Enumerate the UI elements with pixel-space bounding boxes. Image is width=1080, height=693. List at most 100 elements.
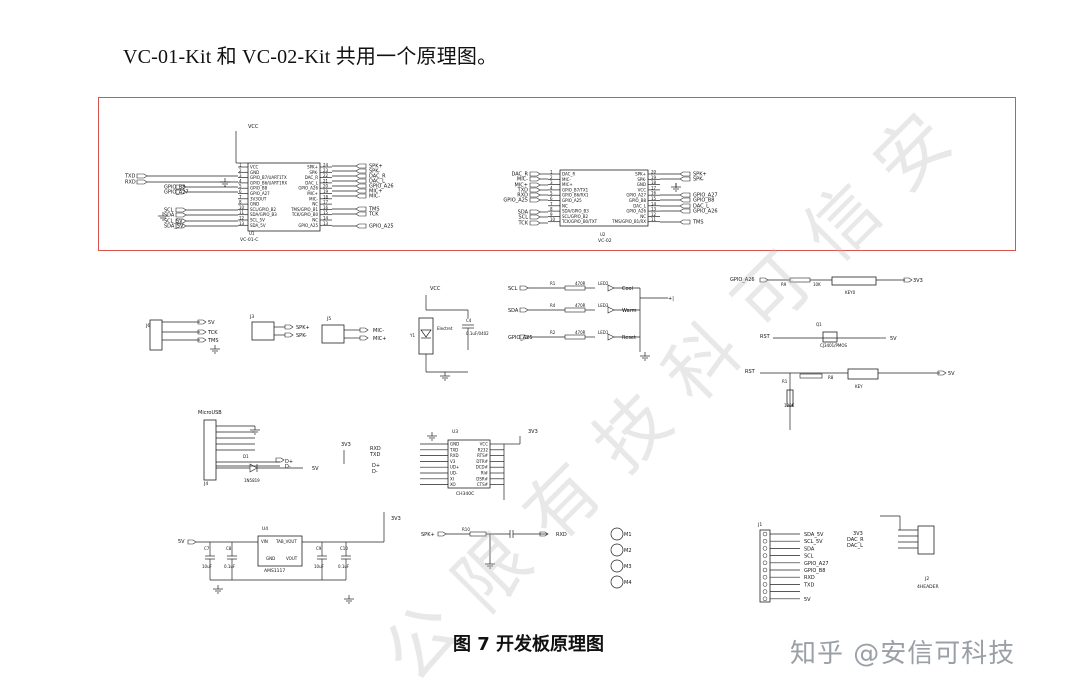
j1-pin: [762, 567, 768, 573]
u2-net-flag: [529, 176, 541, 182]
u1-pin-name: GND: [250, 170, 259, 175]
j2-ref: J2: [924, 576, 929, 582]
led-r-value: 470R: [575, 303, 586, 308]
net-flag: [519, 307, 529, 313]
ldo-pin: TAB_VOUT: [275, 539, 297, 544]
u1-pin-number: 4: [239, 178, 242, 183]
u1-pin-number: 22: [323, 173, 329, 178]
u2-net-label: TCK: [517, 221, 528, 227]
usb-net-label: 5V: [312, 466, 319, 472]
u2-pin-name: DAC_L: [633, 203, 646, 208]
u2-pin-name: GPIO_A25: [562, 198, 582, 203]
u1-pin-name: GPIO_A26: [298, 186, 318, 191]
ch340-pin-name: DTR#: [476, 459, 488, 464]
u1-pin-name: GPIO_A27: [250, 191, 270, 196]
led-net-label: SCL: [508, 286, 518, 292]
mounting-hole-label: M3: [624, 564, 632, 570]
key-5v-label: 5V: [948, 371, 955, 377]
u1-net-label: GPIO_A26: [369, 184, 394, 190]
u2-pin-name: GPIO_B6/RX1: [562, 193, 589, 198]
u1-pin-number: 16: [323, 205, 329, 210]
j6-net-label: TMS: [207, 338, 219, 344]
u1-pin-number: 20: [323, 184, 329, 189]
u2-net-label: DAC_R: [511, 172, 528, 178]
mounting-hole: [610, 559, 624, 573]
u1-pin-number: 8: [239, 200, 242, 205]
mic-y1-label: Y1: [409, 333, 415, 338]
net-flag: [539, 531, 549, 537]
usb-ref: J4: [203, 481, 208, 487]
net-flag: [903, 277, 913, 283]
j6-net-label: 5V: [208, 320, 215, 326]
u2-net-flag: [679, 192, 691, 198]
r1-resistor: [786, 389, 794, 407]
u2-pin-number: 5: [550, 191, 553, 196]
ch340-name: CH340C: [456, 491, 474, 497]
u1-pin-number: 1: [239, 163, 242, 168]
net-flag: [759, 277, 769, 283]
j1-pin: [762, 531, 768, 537]
u1-pin-number: 24: [323, 163, 329, 168]
u1-pin-number: 11: [239, 210, 245, 215]
u1-pin-name: SDA_5V: [250, 223, 266, 228]
u2-pin-name: GND: [637, 182, 646, 187]
net-flag: [937, 370, 947, 376]
ch340-pin-name: DCD#: [476, 465, 489, 470]
j1-net-label: SDA: [804, 546, 815, 552]
diode-ref: D1: [243, 454, 249, 459]
ch340-3v3-label: 3V3: [341, 442, 351, 448]
u1-net-flag: [175, 207, 187, 213]
u1-net-flag: [355, 188, 367, 194]
u1-pin-number: 15: [323, 210, 329, 215]
u1-net-label: SDA: [164, 213, 175, 219]
led-resistor: [564, 334, 586, 340]
u2-pin-number: 3: [550, 180, 553, 185]
j6-ref: J6: [145, 323, 150, 329]
u1-pin-number: 14: [323, 216, 329, 221]
u2-pin-number: 11: [651, 217, 657, 222]
u2-net-label: RXD: [517, 193, 528, 199]
u2-pin-number: 18: [651, 180, 657, 185]
u1-ref: U1: [249, 231, 255, 236]
u2-net-flag: [529, 192, 541, 198]
key0-label: KEY0: [845, 290, 856, 295]
highlight-frame: [98, 97, 1016, 251]
u1-label: VC-01-C: [240, 237, 258, 243]
u1-pin-name: GPIO_B8: [250, 186, 268, 191]
u1-pin-number: 13: [239, 221, 245, 226]
led-resistor: [564, 307, 586, 313]
u2-pin-number: 9: [550, 212, 553, 217]
led-symbol: [607, 333, 615, 341]
ch340-ref: U3: [452, 429, 458, 435]
u1-net-flag: [355, 178, 367, 184]
led-ref: LED1: [598, 330, 609, 335]
u2-pin-number: 19: [651, 175, 657, 180]
u1-net-label: SCL: [164, 208, 174, 214]
r8-ref: R8: [828, 375, 834, 380]
u2-net-flag: [679, 176, 691, 182]
u1-pin-name: SCL_5V: [250, 218, 265, 223]
u1-pin-number: 17: [323, 200, 329, 205]
u2-net-label: DAC_L: [693, 204, 709, 210]
mounting-hole-label: M4: [624, 580, 632, 586]
u2-pin-number: 2: [550, 175, 553, 180]
u2-pin-number: 14: [651, 201, 657, 206]
u1-pin-name: MIC-: [309, 196, 318, 201]
u2-net-flag: [679, 208, 691, 214]
u1-net-flag: [175, 184, 187, 190]
u1-pin-name: NC: [312, 202, 318, 207]
usb-connector: [203, 419, 217, 481]
led-r-ref: R1: [550, 281, 556, 286]
u2-pin-name: TCK/GPIO_B0/TXT: [561, 219, 598, 224]
u2-net-label: SCL: [519, 215, 529, 221]
key0-switch: [831, 276, 877, 286]
u1-pin-name: MIC+: [307, 191, 318, 196]
u2-net-label: GPIO_A27: [693, 193, 718, 199]
watermark-text: 知乎 @安信可科技: [790, 639, 1016, 669]
u1-net-label: MIC-: [369, 194, 380, 200]
j1-pin: [762, 538, 768, 544]
ch340-pin-name: DSR#: [476, 476, 488, 481]
cap-value: 10uF: [314, 564, 325, 569]
